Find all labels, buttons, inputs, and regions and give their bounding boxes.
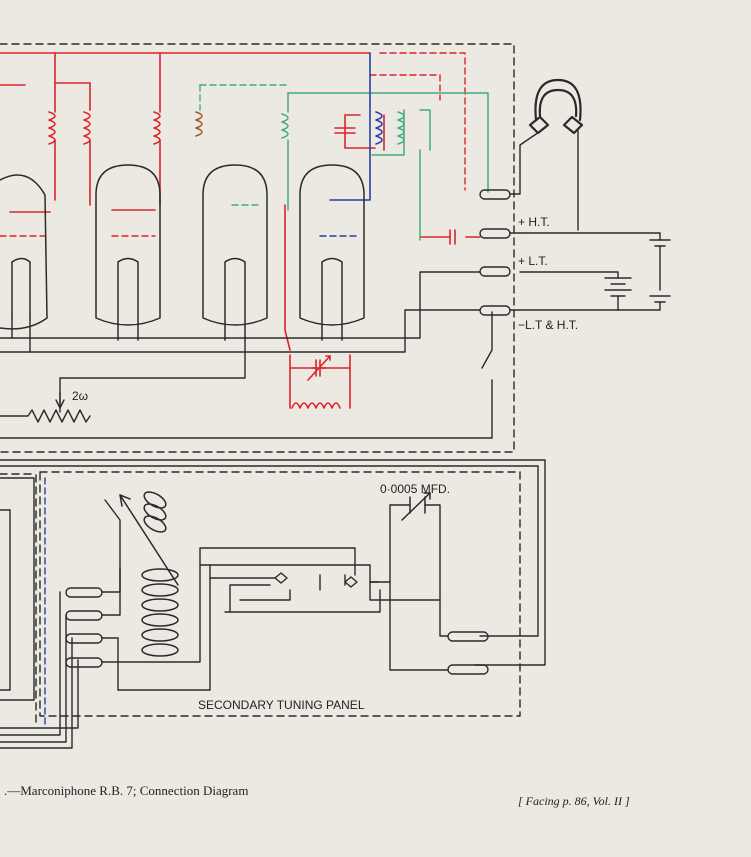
brown-coil bbox=[195, 111, 203, 137]
rheostat-label: 2ω bbox=[72, 389, 88, 403]
blue-dashed-wiring bbox=[44, 235, 361, 726]
red-dashed-wiring bbox=[0, 52, 466, 237]
secondary-panel-enclosure bbox=[0, 471, 521, 723]
tuning-coils bbox=[119, 491, 179, 657]
capacitor-label: 0·0005 MFD. bbox=[380, 482, 450, 496]
red-coils bbox=[48, 111, 341, 409]
panel-terminals bbox=[65, 587, 489, 675]
headphones-icon bbox=[528, 78, 584, 135]
variable-condenser-panel bbox=[401, 492, 431, 521]
rheostat bbox=[0, 391, 91, 423]
red-wiring bbox=[0, 52, 481, 409]
condenser-red-small bbox=[334, 127, 456, 245]
figure-caption: .—Marconiphone R.B. 7; Connection Diagra… bbox=[4, 783, 249, 798]
lt-plus-label: + L.T. bbox=[518, 254, 548, 268]
switch-contacts bbox=[274, 572, 358, 588]
green-coils bbox=[281, 111, 405, 145]
panel-wiring bbox=[0, 459, 546, 749]
blue-wiring bbox=[329, 52, 383, 201]
panel-label: SECONDARY TUNING PANEL bbox=[198, 698, 365, 712]
terminals bbox=[479, 127, 579, 316]
batteries bbox=[509, 232, 671, 311]
facing-page-note: [ Facing p. 86, Vol. II ] bbox=[518, 794, 630, 808]
lt-ht-minus-label: −L.T & H.T. bbox=[518, 318, 578, 332]
lt-wiring bbox=[0, 271, 493, 439]
valves bbox=[0, 164, 365, 341]
green-dashed-wiring bbox=[199, 84, 289, 206]
ht-plus-label: + H.T. bbox=[518, 215, 550, 229]
upper-enclosure bbox=[0, 43, 515, 453]
variable-condenser-red bbox=[307, 355, 331, 381]
